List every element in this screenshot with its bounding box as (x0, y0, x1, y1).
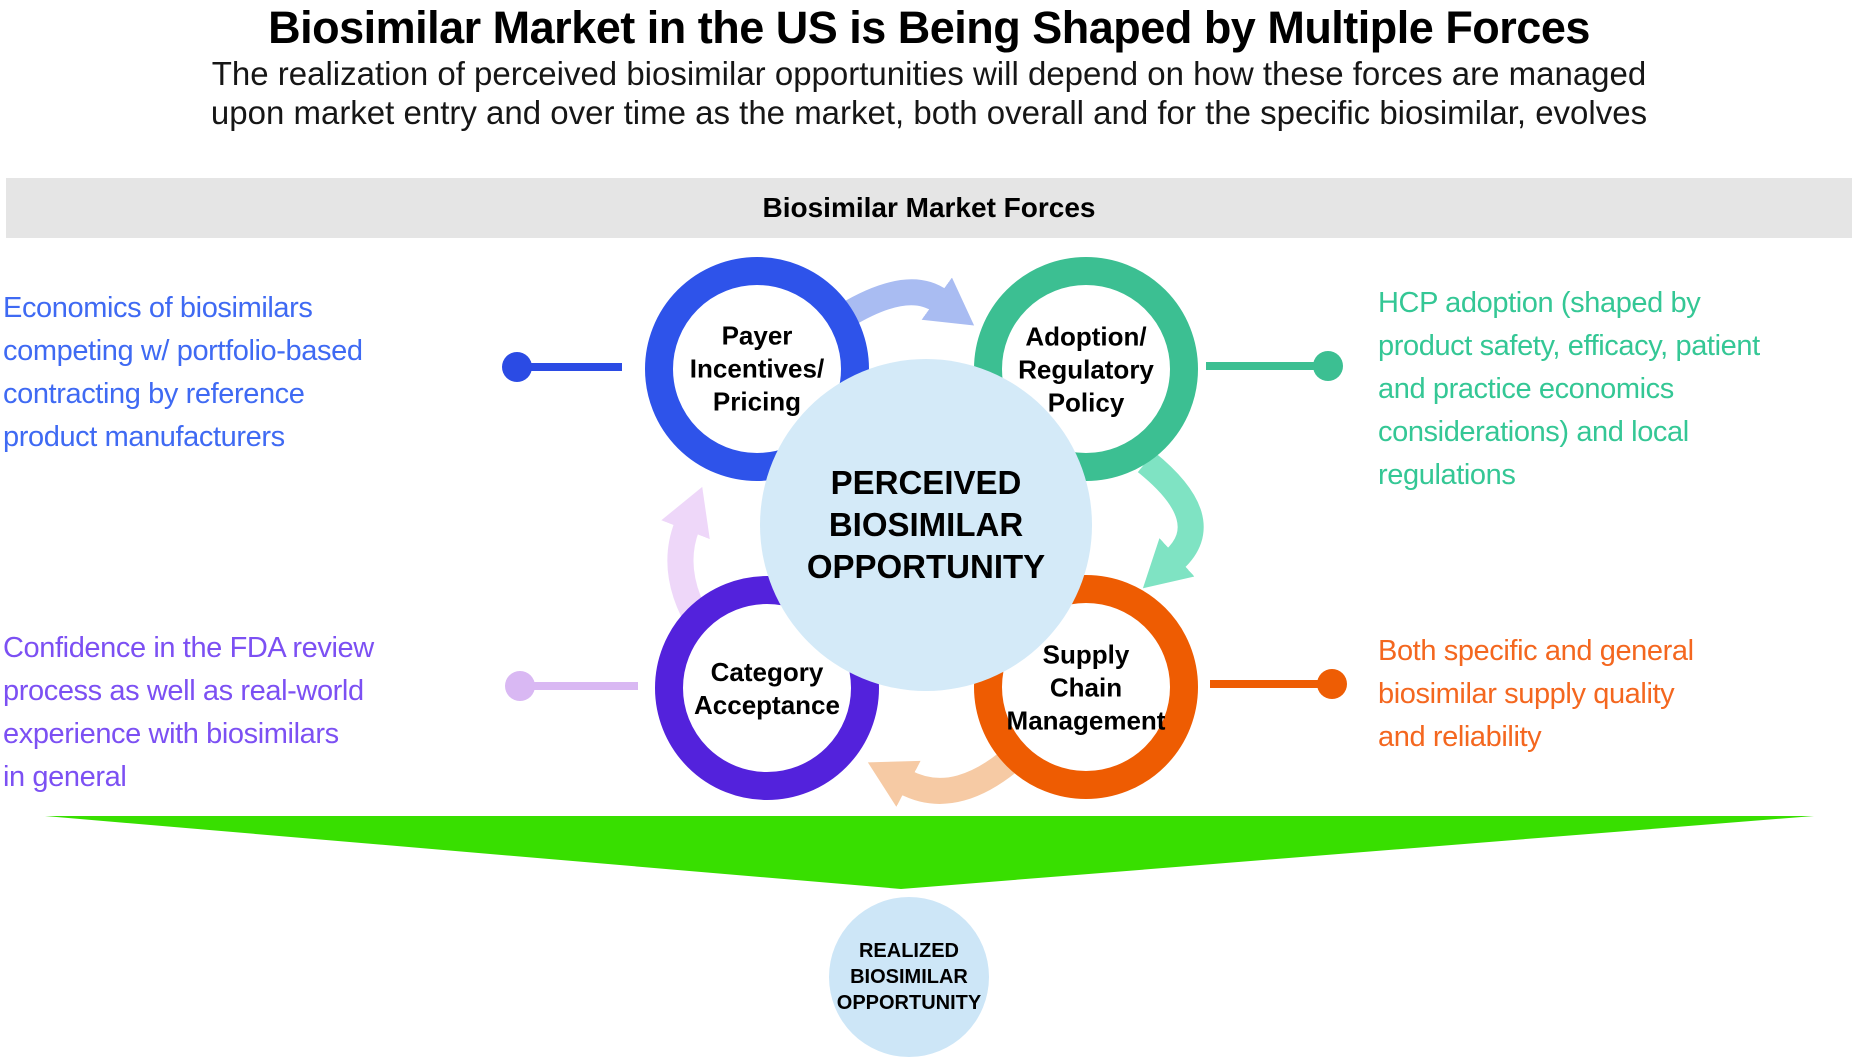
force-label-adoption: Adoption/ Regulatory Policy (1018, 321, 1154, 418)
page-title: Biosimilar Market in the US is Being Sha… (268, 2, 1590, 53)
page-subtitle: The realization of perceived biosimilar … (210, 55, 1648, 131)
annotation-category: Confidence in the FDA review process as … (3, 632, 374, 793)
connector-dot-supply-icon (1317, 669, 1347, 699)
annotation-supply: Both specific and general biosimilar sup… (1378, 635, 1694, 753)
force-label-supply: Supply Chain Management (1006, 639, 1166, 736)
force-label-category: Category Acceptance (694, 657, 840, 720)
connector-dot-category-icon (505, 671, 535, 701)
connector-payer (502, 352, 622, 382)
cycle-arrow-top-icon (838, 277, 975, 328)
cycle-arrow-right-icon (1137, 451, 1204, 589)
connector-dot-payer-icon (502, 352, 532, 382)
connector-category (505, 671, 638, 701)
section-banner: Biosimilar Market Forces (6, 178, 1852, 238)
annotation-payer: Economics of biosimilars competing w/ po… (3, 292, 363, 453)
perceived-opportunity-bubble: PERCEIVED BIOSIMILAR OPPORTUNITY (760, 359, 1092, 691)
funnel-triangle (45, 816, 1814, 889)
connector-supply (1210, 669, 1347, 699)
perceived-opportunity-label: PERCEIVED BIOSIMILAR OPPORTUNITY (806, 464, 1046, 585)
annotation-adoption: HCP adoption (shaped by product safety, … (1378, 287, 1760, 491)
section-banner-label: Biosimilar Market Forces (762, 192, 1096, 223)
connector-adoption (1206, 351, 1343, 381)
realized-opportunity-label: REALIZED BIOSIMILAR OPPORTUNITY (836, 940, 982, 1014)
realized-opportunity-bubble: REALIZED BIOSIMILAR OPPORTUNITY (829, 897, 989, 1057)
force-label-payer: Payer Incentives/ Pricing (689, 320, 825, 417)
connector-dot-adoption-icon (1313, 351, 1343, 381)
